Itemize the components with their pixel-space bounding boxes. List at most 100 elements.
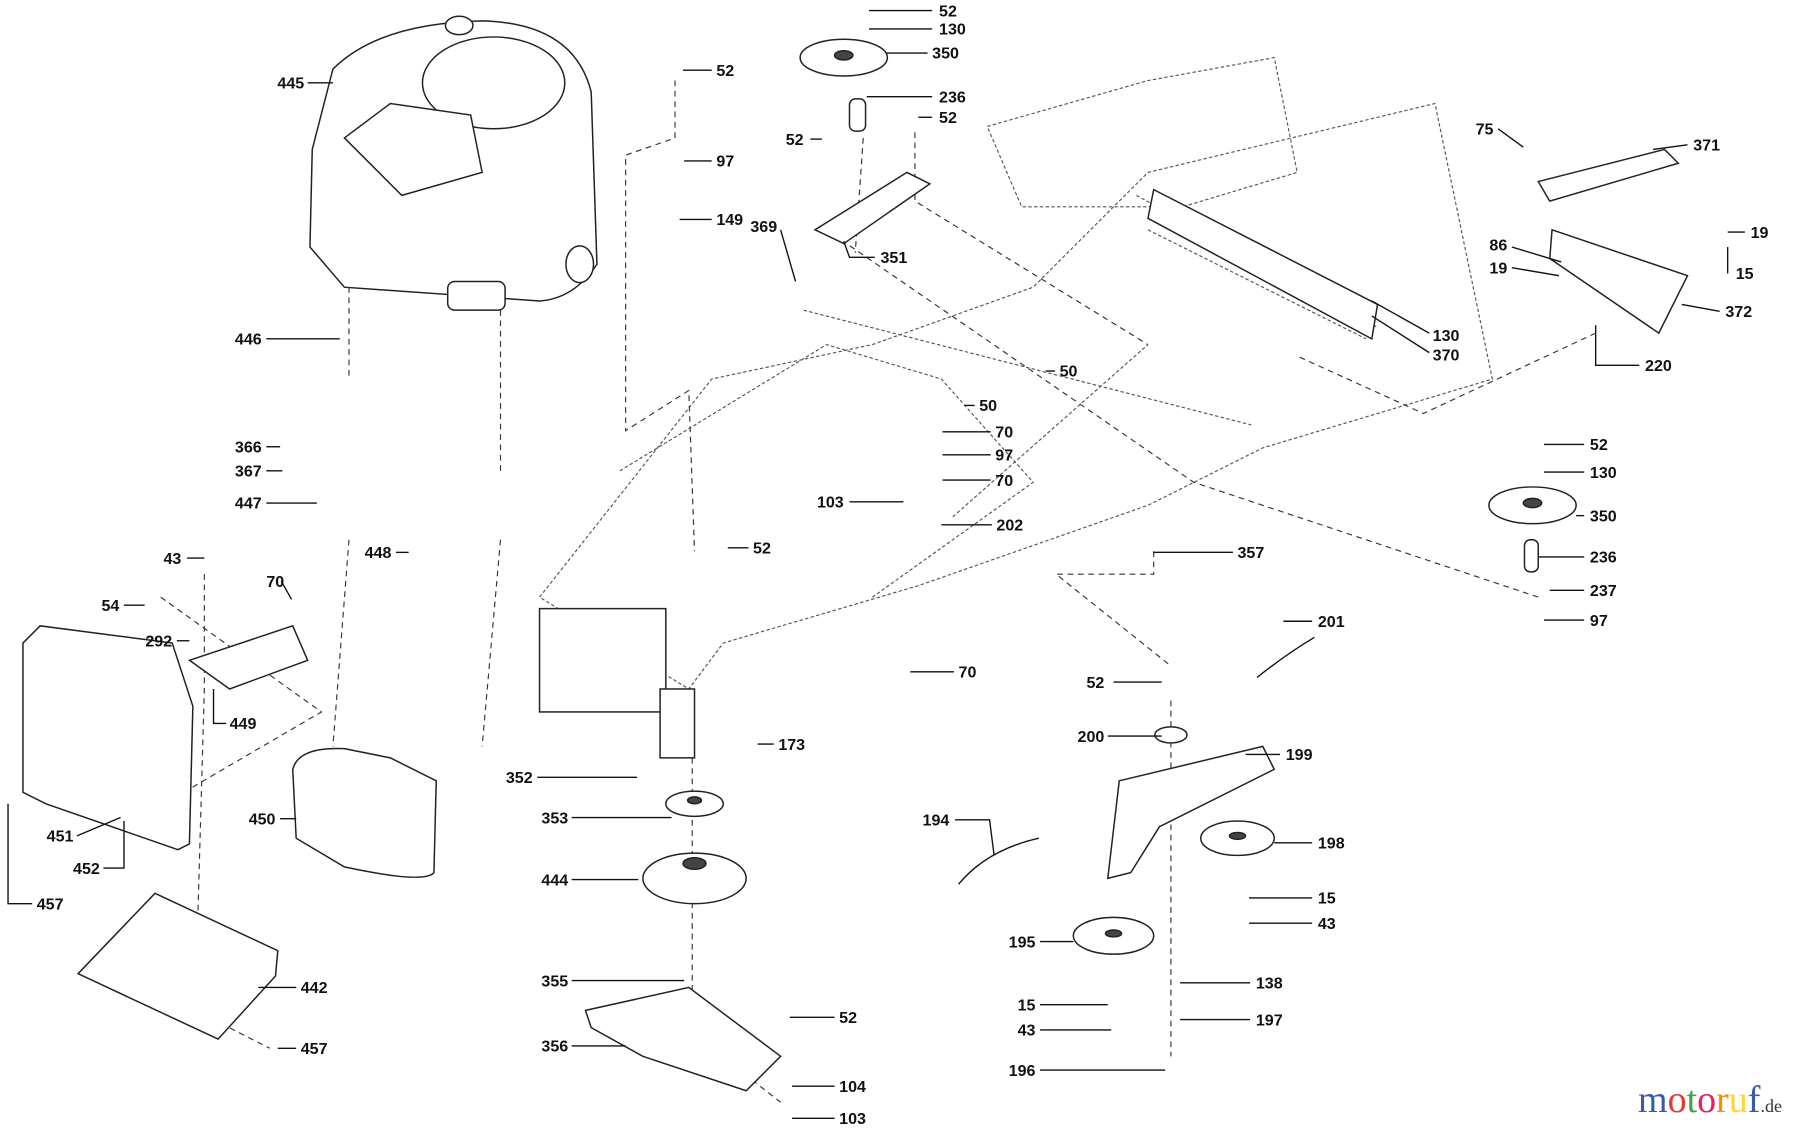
- leader-line: [1681, 303, 1720, 312]
- part-callout-97: 97: [1590, 612, 1608, 630]
- part-callout-194: 194: [923, 812, 950, 830]
- bumper-bar-370: [1147, 188, 1379, 341]
- leader-line: [280, 580, 293, 600]
- leader-line: [955, 819, 995, 856]
- tractor-frame: [538, 56, 1494, 759]
- part-callout-70: 70: [995, 424, 1013, 442]
- part-callout-201: 201: [1318, 613, 1345, 631]
- assembly-lines: [160, 80, 1596, 1103]
- part-callout-15: 15: [1018, 996, 1036, 1014]
- leader-line: [1497, 128, 1524, 148]
- part-callout-446: 446: [235, 331, 262, 349]
- leader-line: [1594, 325, 1640, 366]
- idler-arm-199: [1106, 745, 1276, 880]
- part-callout-369: 369: [750, 218, 777, 236]
- part-callout-52: 52: [939, 2, 957, 20]
- part-callout-350: 350: [1590, 507, 1617, 525]
- part-callout-351: 351: [880, 249, 907, 267]
- part-callout-355: 355: [541, 972, 568, 990]
- part-callout-97: 97: [995, 447, 1013, 465]
- leader-line: [1371, 315, 1430, 354]
- leader-line: [1511, 266, 1560, 277]
- part-callout-197: 197: [1256, 1011, 1283, 1029]
- bracket-371: [1537, 148, 1680, 202]
- part-callout-50: 50: [1060, 363, 1078, 381]
- part-callout-54: 54: [102, 597, 120, 615]
- part-callout-103: 103: [839, 1110, 866, 1128]
- part-callout-457: 457: [301, 1040, 328, 1058]
- part-callout-75: 75: [1476, 121, 1494, 139]
- bracket-351: [813, 171, 932, 245]
- watermark-logo: motoruf.de: [1638, 1079, 1782, 1121]
- part-callout-149: 149: [716, 211, 743, 229]
- bracket-372: [1548, 228, 1689, 335]
- part-callout-367: 367: [235, 463, 262, 481]
- part-callout-451: 451: [47, 828, 74, 846]
- part-callout-350: 350: [932, 45, 959, 63]
- leader-line: [76, 816, 121, 837]
- part-callout-70: 70: [995, 472, 1013, 490]
- part-callout-52: 52: [786, 131, 804, 149]
- part-callout-52: 52: [1086, 674, 1104, 692]
- part-callout-452: 452: [73, 860, 100, 878]
- part-callout-450: 450: [249, 810, 276, 828]
- part-callout-447: 447: [235, 495, 262, 513]
- part-callout-43: 43: [1318, 915, 1336, 933]
- cable-194: [958, 837, 1040, 885]
- part-callout-352: 352: [506, 769, 533, 787]
- part-callout-70: 70: [959, 664, 977, 682]
- leader-line: [1511, 246, 1562, 263]
- part-callout-173: 173: [778, 736, 805, 754]
- leader-line: [1652, 144, 1688, 151]
- part-callout-130: 130: [939, 21, 966, 39]
- part-callout-43: 43: [1018, 1022, 1036, 1040]
- part-callout-366: 366: [235, 439, 262, 457]
- part-callout-237: 237: [1590, 582, 1617, 600]
- muffler-base-plate: [76, 892, 279, 1041]
- part-callout-445: 445: [277, 75, 304, 93]
- leader-line: [843, 241, 875, 259]
- part-callout-372: 372: [1725, 303, 1752, 321]
- part-callout-200: 200: [1078, 728, 1105, 746]
- part-callout-199: 199: [1286, 746, 1313, 764]
- part-callout-19: 19: [1751, 224, 1769, 242]
- engine: [309, 15, 598, 311]
- leader-line: [103, 820, 125, 869]
- part-callout-43: 43: [164, 550, 182, 568]
- part-callout-202: 202: [996, 517, 1023, 535]
- part-callout-70: 70: [266, 573, 284, 591]
- leader-line: [1371, 300, 1430, 334]
- part-callout-371: 371: [1693, 137, 1720, 155]
- part-callout-104: 104: [839, 1078, 866, 1096]
- part-callout-138: 138: [1256, 975, 1283, 993]
- part-callout-195: 195: [1009, 933, 1036, 951]
- part-callout-370: 370: [1433, 347, 1460, 365]
- part-callout-448: 448: [365, 544, 392, 562]
- part-callout-357: 357: [1238, 544, 1265, 562]
- part-callout-52: 52: [1590, 436, 1608, 454]
- part-callout-86: 86: [1489, 236, 1507, 254]
- clutch-bracket-356: [584, 986, 782, 1092]
- heat-shield: [22, 625, 194, 851]
- part-callout-52: 52: [939, 109, 957, 127]
- part-callout-444: 444: [541, 871, 568, 889]
- part-callout-220: 220: [1645, 357, 1672, 375]
- part-callout-15: 15: [1736, 265, 1754, 283]
- part-callout-52: 52: [753, 540, 771, 558]
- spring-201: [1256, 636, 1315, 679]
- part-callout-196: 196: [1009, 1062, 1036, 1080]
- leader-line: [212, 688, 227, 725]
- pulleys: [642, 38, 1577, 955]
- part-callout-198: 198: [1318, 835, 1345, 853]
- muffler-bracket: [187, 624, 309, 690]
- part-callout-52: 52: [716, 62, 734, 80]
- part-callout-52: 52: [839, 1009, 857, 1027]
- leader-line: [779, 229, 797, 282]
- part-callout-97: 97: [716, 153, 734, 171]
- part-callout-353: 353: [541, 809, 568, 827]
- leader-line: [7, 803, 33, 905]
- part-callout-103: 103: [817, 494, 844, 512]
- part-callout-236: 236: [1590, 549, 1617, 567]
